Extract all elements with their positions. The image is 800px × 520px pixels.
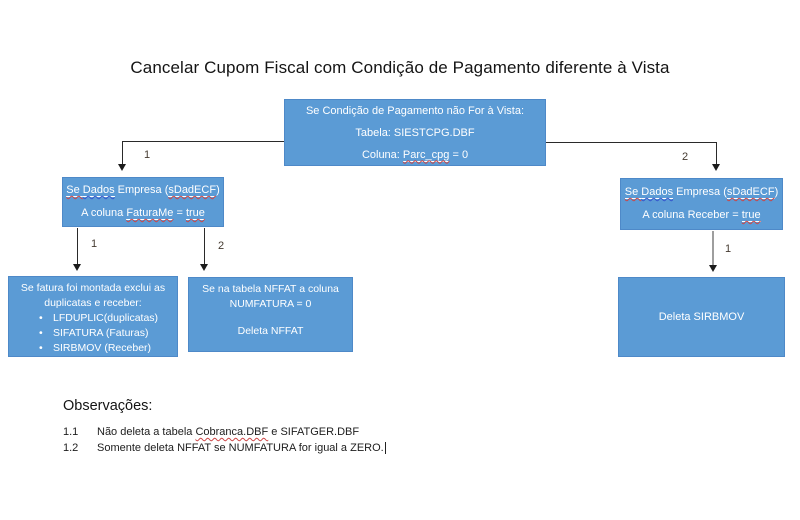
observations-title: Observações: xyxy=(63,398,153,414)
grammar-term: Dados xyxy=(82,184,115,197)
connector-label: 2 xyxy=(682,151,689,163)
connector-left-to-exclude-vline xyxy=(77,228,78,265)
arrowhead-down-icon xyxy=(118,164,126,171)
observation-item: 1.2 Somente deleta NFFAT se NUMFATURA fo… xyxy=(63,440,386,456)
node-text-line: Se Condição de Pagamento não For à Vista… xyxy=(305,104,525,117)
flowchart-node-nffat[interactable]: Se na tabela NFFAT a coluna NUMFATURA = … xyxy=(188,277,353,352)
observations-list: 1.1 Não deleta a tabela Cobranca.DBF e S… xyxy=(63,424,386,456)
node-text-line: duplicatas e receber: xyxy=(44,297,142,309)
spellchecked-term: Parc_cpg xyxy=(402,148,450,162)
bullet-item: • SIFATURA (Faturas) xyxy=(39,327,149,339)
observation-item: 1.1 Não deleta a tabela Cobranca.DBF e S… xyxy=(63,424,386,440)
flowchart-node-exclui-duplicatas[interactable]: Se fatura foi montada exclui as duplicat… xyxy=(8,276,178,357)
observation-text: Não deleta a tabela Cobranca.DBF e SIFAT… xyxy=(97,426,360,438)
connector-label: 1 xyxy=(91,238,98,250)
connector-right-to-sirbmov-vline xyxy=(712,231,714,266)
arrowhead-down-icon xyxy=(712,164,720,171)
text-caret xyxy=(384,442,386,454)
connector-root-to-right-hline xyxy=(546,142,716,143)
observation-number: 1.2 xyxy=(63,442,79,454)
bullet-item: • LFDUPLIC(duplicatas) xyxy=(39,312,159,324)
spellchecked-term: sDadECF xyxy=(726,186,775,199)
page-title: Cancelar Cupom Fiscal com Condição de Pa… xyxy=(130,58,670,77)
bullet-item: • SIRBMOV (Receber) xyxy=(39,342,152,354)
node-text-line: NUMFATURA = 0 xyxy=(229,298,312,310)
connector-root-to-left-vline xyxy=(122,141,123,165)
node-text-line: Tabela: SIESTCPG.DBF xyxy=(355,126,475,139)
bullet-dot-icon: • xyxy=(39,327,43,339)
arrowhead-down-icon xyxy=(200,264,208,271)
flowchart-node-deleta-sirbmov[interactable]: Deleta SIRBMOV xyxy=(618,277,785,357)
connector-root-to-right-vline xyxy=(716,142,717,165)
spellchecked-term: Cobranca.DBF xyxy=(195,426,269,438)
connector-label: 1 xyxy=(144,149,151,161)
arrowhead-down-icon xyxy=(73,264,81,271)
arrowhead-down-icon xyxy=(709,265,717,272)
flowchart-node-dados-empresa-fatura[interactable]: Se Dados Empresa (sDadECF) A coluna Fatu… xyxy=(62,177,224,227)
spellchecked-term: true xyxy=(185,207,205,220)
spellchecked-term: sDadECF xyxy=(168,184,217,197)
observation-number: 1.1 xyxy=(63,426,79,438)
spellchecked-term: true xyxy=(741,209,761,222)
node-text-line: A coluna Receber = true xyxy=(642,209,761,222)
bullet-dot-icon: • xyxy=(39,342,43,354)
bullet-dot-icon: • xyxy=(39,312,43,324)
connector-left-to-nffat-vline xyxy=(204,228,205,265)
node-text-line: Se na tabela NFFAT a coluna xyxy=(202,283,339,295)
node-text-line: Se Dados Empresa (sDadECF) xyxy=(66,184,220,197)
spellchecked-term: Se xyxy=(66,184,83,197)
node-text-line: A coluna FaturaMe = true xyxy=(81,207,205,220)
node-text-line: Deleta NFFAT xyxy=(237,325,304,337)
connector-label: 1 xyxy=(725,243,732,255)
connector-root-to-left-hline xyxy=(122,141,284,142)
node-text-line: Se Dados Empresa (sDadECF) xyxy=(624,186,779,199)
grammar-term: Dados xyxy=(641,186,674,199)
node-text-line: Coluna: Parc_cpg = 0 xyxy=(361,148,469,162)
node-text-line: Se fatura foi montada exclui as xyxy=(20,282,166,294)
observation-text: Somente deleta NFFAT se NUMFATURA for ig… xyxy=(97,442,386,454)
connector-label: 2 xyxy=(218,240,225,252)
spellchecked-term: FaturaMe xyxy=(126,207,174,220)
spellchecked-term: Se xyxy=(624,186,642,199)
node-text-line: Deleta SIRBMOV xyxy=(658,311,745,323)
flowchart-node-condicao-pagamento[interactable]: Se Condição de Pagamento não For à Vista… xyxy=(284,99,546,166)
flowchart-node-dados-empresa-receber[interactable]: Se Dados Empresa (sDadECF) A coluna Rece… xyxy=(620,178,783,230)
